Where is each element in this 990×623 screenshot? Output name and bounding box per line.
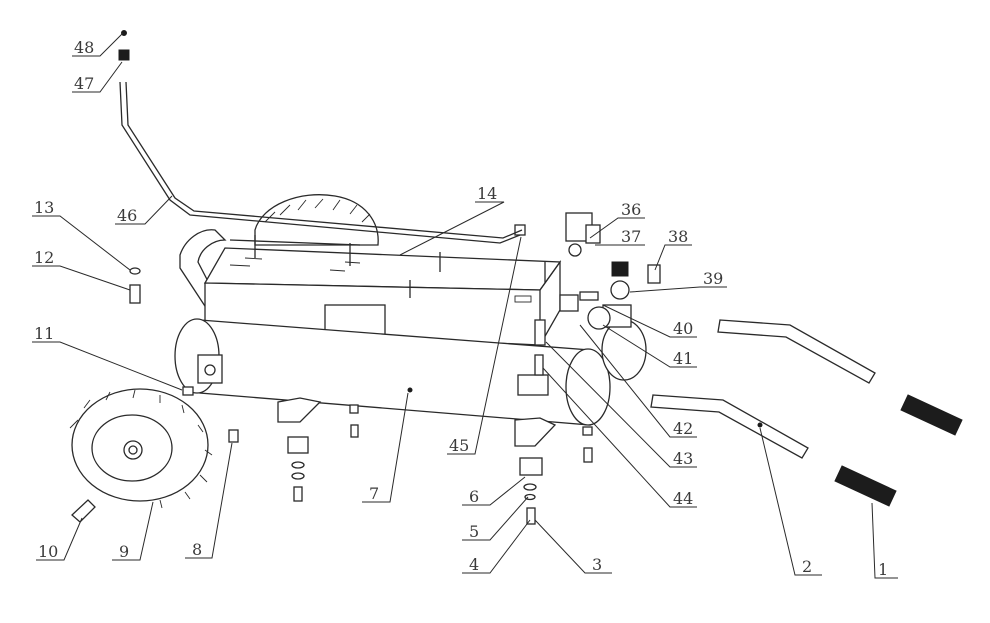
callout-6: 6 xyxy=(469,487,479,506)
callout-47: 47 xyxy=(74,74,94,93)
callout-11: 11 xyxy=(34,324,54,343)
callout-leaders xyxy=(32,32,898,579)
callout-42: 42 xyxy=(673,419,693,438)
callout-46: 46 xyxy=(117,206,137,225)
callout-48: 48 xyxy=(74,38,94,57)
callout-38: 38 xyxy=(668,227,688,246)
callout-13: 13 xyxy=(34,198,54,217)
callout-7: 7 xyxy=(369,484,379,503)
callout-44: 44 xyxy=(673,489,693,508)
front-wheel xyxy=(69,388,213,509)
pull-rod xyxy=(119,81,523,244)
handle-bars xyxy=(650,319,876,459)
regulator-assembly xyxy=(514,212,661,381)
callout-12: 12 xyxy=(34,248,54,267)
callout-39: 39 xyxy=(703,269,723,288)
small-hardware xyxy=(71,30,593,525)
callout-labels: 48 47 46 13 12 11 10 9 8 14 7 45 36 37 3… xyxy=(34,38,888,579)
callout-37: 37 xyxy=(621,227,641,246)
callout-43: 43 xyxy=(673,449,693,468)
rear-wheel xyxy=(254,194,379,246)
callout-36: 36 xyxy=(621,200,641,219)
callout-2: 2 xyxy=(802,557,812,576)
callout-14: 14 xyxy=(477,184,497,203)
callout-3: 3 xyxy=(592,555,602,574)
callout-41: 41 xyxy=(673,349,693,368)
handle-grips xyxy=(834,394,963,507)
callout-8: 8 xyxy=(192,540,202,559)
callout-40: 40 xyxy=(673,319,693,338)
callout-4: 4 xyxy=(469,555,479,574)
compressor-drawing xyxy=(69,30,963,525)
callout-10: 10 xyxy=(38,542,58,561)
air-tank xyxy=(174,318,611,447)
callout-9: 9 xyxy=(119,542,129,561)
callout-45: 45 xyxy=(449,436,469,455)
callout-1: 1 xyxy=(878,560,888,579)
callout-5: 5 xyxy=(469,522,479,541)
motor-housing xyxy=(203,235,562,346)
